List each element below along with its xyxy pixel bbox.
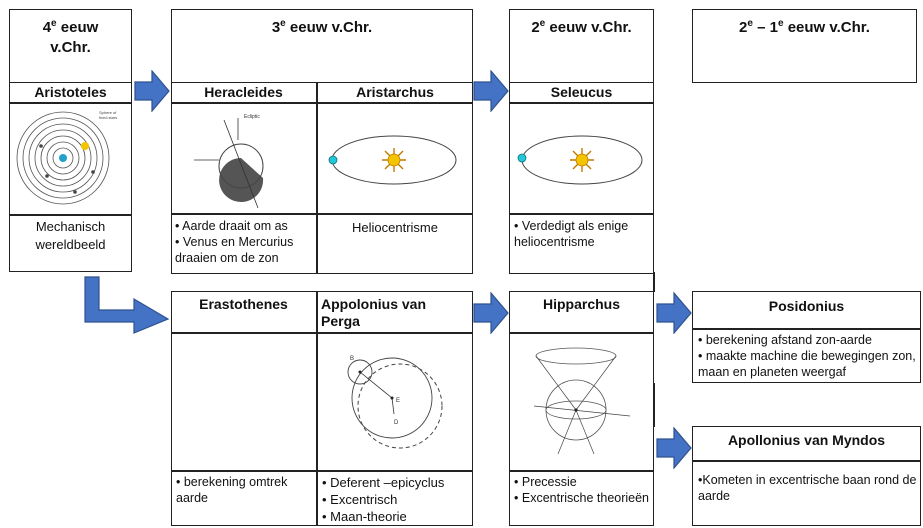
divider (316, 82, 318, 274)
arrow-right-icon (473, 292, 509, 334)
heracleides-diagram: Ecliptic (194, 114, 264, 209)
col2-title: 2e eeuw v.Chr. (531, 18, 632, 36)
aristoteles-name: Aristoteles (34, 84, 107, 100)
svg-text:Sphere of: Sphere of (99, 110, 117, 115)
apollonius-myndos-name: Apollonius van Myndos (727, 432, 886, 448)
divider (316, 291, 318, 526)
svg-text:E: E (396, 398, 400, 404)
col4-title: 4e eeuw v.Chr. (42, 18, 99, 56)
col21-title: 2e – 1e eeuw v.Chr. (739, 18, 870, 36)
apollonius-myndos-box (692, 426, 921, 526)
svg-text:B: B (350, 356, 354, 362)
svg-text:fixed stars: fixed stars (99, 115, 117, 120)
divider (9, 102, 132, 104)
heracleides-bullets: • Aarde draait om as • Venus en Mercuriu… (175, 219, 294, 265)
posidonius-name: Posidonius (768, 298, 845, 314)
col2-header-box (509, 9, 654, 83)
heracleides-name: Heracleides (204, 84, 283, 100)
arrow-right-icon (656, 427, 692, 469)
arrow-right-icon (134, 70, 170, 112)
arrow-right-icon (656, 292, 692, 334)
arrow-right-icon (473, 70, 509, 112)
divider (509, 470, 654, 472)
svg-text:Ecliptic: Ecliptic (244, 114, 260, 120)
seleucus-box (509, 82, 654, 274)
seleucus-bullets: • Verdedigt als enige heliocentrisme (514, 219, 629, 249)
hipparchus-box (509, 291, 654, 526)
posidonius-bullets: • berekening afstand zon-aarde • maakte … (698, 333, 916, 379)
seleucus-diagram (517, 135, 643, 185)
aristarchus-name: Aristarchus (356, 84, 434, 100)
posidonius-box (692, 291, 921, 383)
aristoteles-box (9, 82, 132, 272)
erastothenes-name: Erastothenes (199, 296, 288, 312)
aristarchus-text: Heliocentrisme (352, 220, 438, 235)
divider (509, 213, 654, 215)
divider (692, 328, 921, 330)
hipparchus-diagram (533, 347, 631, 455)
col21-header-box (692, 9, 917, 83)
connector-line (653, 272, 655, 292)
hipparchus-name: Hipparchus (542, 296, 620, 312)
appolonius-bullets: • Deferent –epicyclus • Excentrisch • Ma… (322, 475, 445, 524)
appolonius-diagram: B E D (347, 356, 443, 449)
divider (509, 102, 654, 104)
col3-header-box (171, 9, 473, 83)
aristoteles-diagram: Sphere of fixed stars (16, 110, 117, 205)
erastothenes-appolonius-box (171, 291, 473, 526)
divider (171, 470, 473, 472)
divider (171, 213, 473, 215)
divider (171, 332, 473, 334)
col3-title: 3e eeuw v.Chr. (271, 18, 373, 36)
divider (509, 332, 654, 334)
aristarchus-diagram (328, 135, 457, 185)
svg-text:D: D (394, 420, 399, 426)
seleucus-name: Seleucus (550, 84, 613, 100)
erastothenes-bullets: • berekening omtrek aarde (176, 475, 288, 505)
divider (692, 460, 921, 462)
connector-line (653, 383, 655, 427)
apollonius-myndos-bullets: •Kometen in excentrische baan rond de aa… (698, 473, 917, 503)
arrow-elbow-right-icon (84, 276, 170, 334)
divider (171, 102, 473, 104)
hipparchus-bullets: • Precessie • Excentrische theorieën (514, 475, 650, 505)
col4-header-box (9, 9, 132, 83)
divider (9, 214, 132, 216)
